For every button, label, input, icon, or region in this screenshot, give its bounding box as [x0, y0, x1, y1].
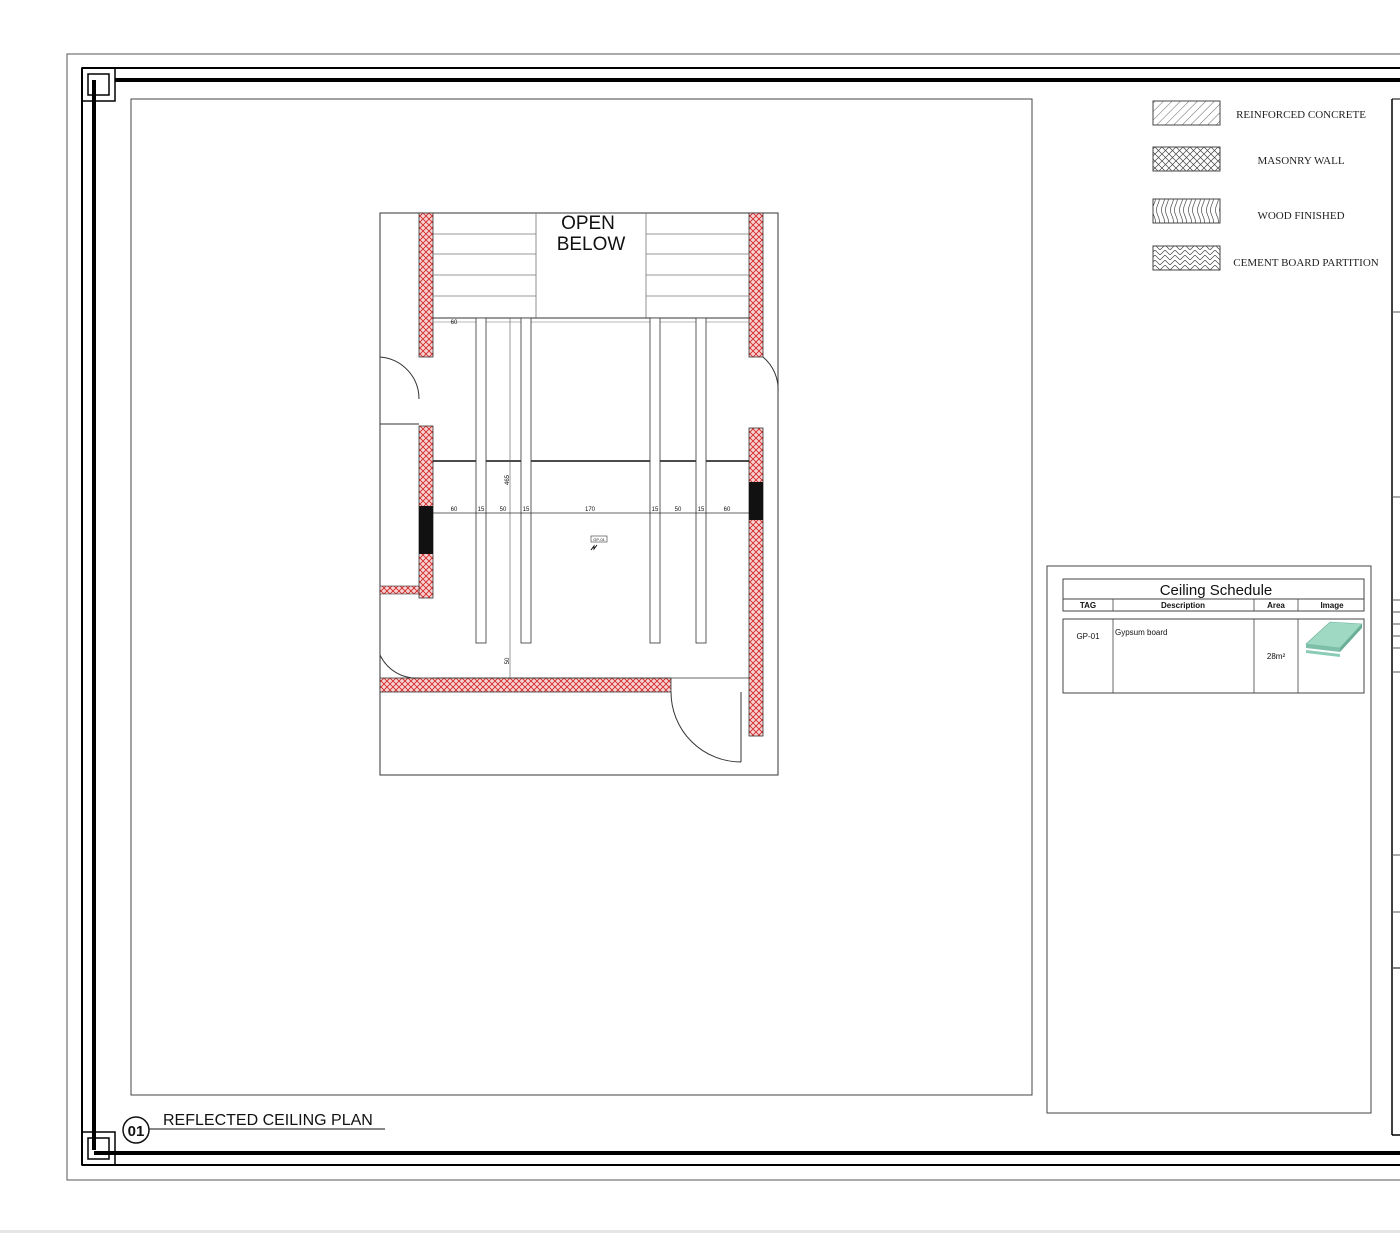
- schedule-header-tag: TAG: [1080, 601, 1096, 610]
- legend-swatch-cement-board-partition: [1152, 245, 1221, 271]
- view-number: 01: [128, 1123, 145, 1140]
- wall-left-stub: [379, 585, 420, 595]
- sheet-border: [66, 53, 1400, 1181]
- dimension-text: 50: [500, 507, 507, 513]
- wall-bottom: [379, 677, 672, 693]
- schedule-cell-area: 28m²: [1267, 652, 1286, 661]
- legend-label-reinforced-concrete: REINFORCED CONCRETE: [1236, 109, 1366, 121]
- legend-swatch-wood-finished: [1152, 198, 1221, 224]
- stair-left: [433, 213, 537, 318]
- dimension-text-top: 60: [451, 320, 458, 326]
- view-number-bubble: [122, 1116, 150, 1144]
- open-below-label-line1: OPEN: [561, 213, 615, 234]
- view-title: 01 REFLECTED CEILING PLAN: [122, 1112, 385, 1144]
- dimension-text: 60: [451, 507, 458, 513]
- ceiling-tag: GP-01: [590, 535, 608, 551]
- door-swing-left: [379, 356, 420, 400]
- column-left: [419, 506, 433, 554]
- legend-label-wood-finished: WOOD FINISHED: [1257, 210, 1344, 222]
- ceiling-tag-label: GP-01: [593, 537, 605, 542]
- door-swing-right: [762, 356, 779, 393]
- schedule-cell-description: Gypsum board: [1115, 628, 1167, 637]
- dimension-chain: 60 15 50 15 170 15 50 15 60 60 465 50: [433, 320, 749, 664]
- material-legend: REINFORCED CONCRETE MASONRY WALL WOOD FI…: [1152, 100, 1379, 271]
- legend-label-cement-board-partition: CEMENT BOARD PARTITION: [1233, 257, 1378, 269]
- wall-left-upper: [418, 212, 434, 358]
- schedule-header-description: Description: [1161, 601, 1205, 610]
- stair-right: [645, 213, 749, 318]
- schedule-title: Ceiling Schedule: [1160, 582, 1273, 599]
- open-below-label-line2: BELOW: [557, 234, 626, 255]
- bottom-edge: [0, 1230, 1400, 1233]
- gypsum-board-image: [1305, 621, 1363, 657]
- dimension-text: 15: [698, 507, 705, 513]
- ceiling-plan: OPEN BELOW 60 15 50 15 170 15 50 15 60 6…: [379, 212, 779, 776]
- dimension-text-vertical: 465: [505, 474, 511, 485]
- schedule-header-area: Area: [1267, 601, 1285, 610]
- dimension-text: 50: [675, 507, 682, 513]
- schedule-header-image: Image: [1320, 601, 1344, 610]
- dimension-text-vertical: 50: [505, 657, 511, 664]
- wall-right-middle: [748, 427, 764, 737]
- ceiling-schedule: Ceiling Schedule TAG Description Area Im…: [1046, 565, 1372, 1114]
- legend-label-masonry-wall: MASONRY WALL: [1257, 155, 1344, 167]
- dimension-text: 60: [724, 507, 731, 513]
- schedule-row: [1062, 618, 1365, 694]
- ceiling-strips: [475, 317, 707, 678]
- title-block: [1391, 98, 1400, 1136]
- legend-swatch-masonry-wall: [1152, 146, 1221, 172]
- legend-swatch-reinforced-concrete: [1152, 100, 1221, 126]
- door-swing-bottom: [670, 691, 742, 763]
- dimension-text: 170: [585, 507, 596, 513]
- dimension-text: 15: [478, 507, 485, 513]
- schedule-cell-tag: GP-01: [1076, 632, 1100, 641]
- column-right: [749, 482, 763, 520]
- dimension-text: 15: [523, 507, 530, 513]
- view-title-label: REFLECTED CEILING PLAN: [163, 1112, 373, 1129]
- wall-right-upper: [748, 212, 764, 358]
- door-swing-left-lower: [379, 654, 420, 679]
- dimension-text: 15: [652, 507, 659, 513]
